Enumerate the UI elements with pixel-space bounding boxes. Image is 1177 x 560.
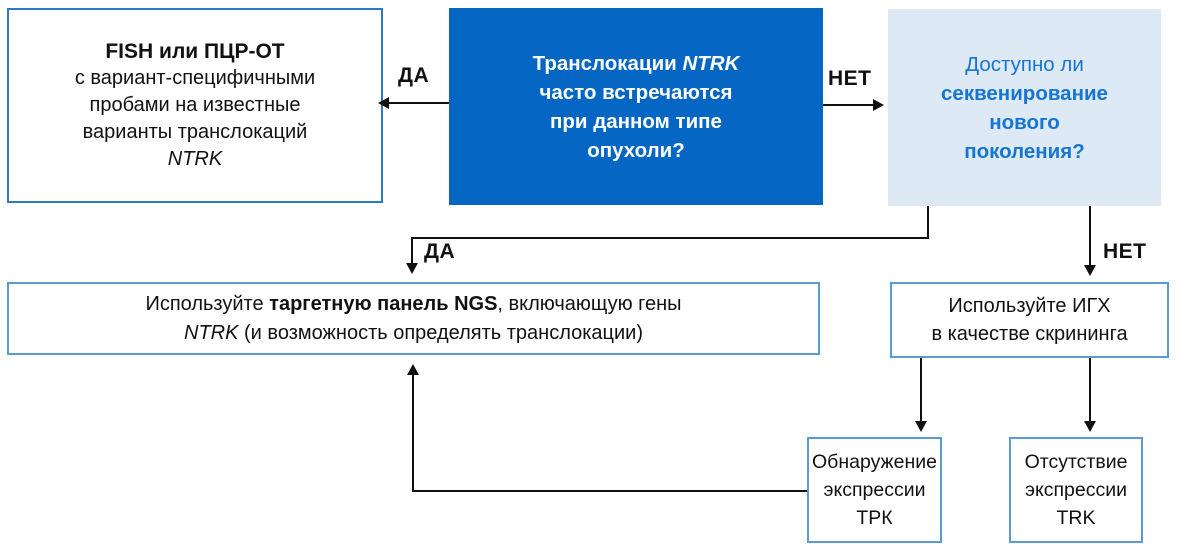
- trk-detected-line2: экспрессии: [823, 479, 926, 501]
- connector-yes-elbow-v2: [411, 237, 413, 264]
- use-ihc-box: Используйте ИГХ в качестве скрининга: [890, 282, 1169, 358]
- main-question-line1: Транслокации NTRK: [533, 49, 740, 78]
- main-question-box: Транслокации NTRK часто встречаются при …: [449, 8, 823, 205]
- fish-pcr-gene: NTRK: [167, 148, 223, 170]
- trk-absent-box: Отсутствие экспрессии TRK: [1009, 437, 1143, 543]
- fish-pcr-line: с вариант-специфичными: [74, 67, 316, 89]
- ngs-question-box: Доступно ли секвенирование нового поколе…: [888, 9, 1161, 206]
- label-yes-mid: ДА: [424, 240, 456, 263]
- trk-absent-line1: Отсутствие: [1024, 451, 1128, 473]
- ngs-question-line2: секвенирование: [941, 81, 1108, 105]
- use-ngs-line1: Используйте таргетную панель NGS, включа…: [145, 290, 681, 319]
- trk-detected-box: Обнаружение экспрессии ТРК: [807, 437, 942, 543]
- use-ngs-post: , включающую гены: [497, 292, 682, 315]
- label-no-mid: НЕТ: [1103, 240, 1147, 263]
- connector-yes-elbow-v1: [927, 206, 929, 239]
- arrowhead-down-icon: [406, 263, 418, 274]
- use-ngs-pre: Используйте: [145, 292, 270, 315]
- label-no-right: НЕТ: [828, 67, 872, 90]
- main-question-text: Транслокации: [532, 51, 683, 75]
- arrowhead-right-icon: [873, 99, 884, 111]
- connector-yes-left: [388, 102, 449, 104]
- use-ihc-line2: в качестве скрининга: [931, 323, 1128, 345]
- trk-absent-line3: TRK: [1056, 507, 1096, 529]
- connector-ihc-absent: [1089, 358, 1091, 422]
- arrowhead-down-icon: [1084, 265, 1096, 276]
- connector-no-right: [823, 104, 874, 106]
- main-question-line2: часто встречаются: [539, 80, 733, 104]
- arrowhead-left-icon: [378, 97, 389, 109]
- use-ngs-line2: NTRK (и возможность определять транслока…: [184, 319, 643, 348]
- main-question-line4: опухоли?: [587, 138, 685, 162]
- trk-detected-line3: ТРК: [856, 507, 893, 529]
- fish-pcr-line: пробами на известные: [89, 94, 301, 116]
- connector-no-down: [1089, 206, 1091, 266]
- use-ngs-bold: таргетную панель NGS: [269, 292, 498, 315]
- ngs-question-line1: Доступно ли: [965, 52, 1084, 76]
- main-question-gene: NTRK: [682, 51, 740, 75]
- connector-ihc-detected: [920, 358, 922, 422]
- arrowhead-up-icon: [407, 364, 419, 375]
- trk-absent-line2: экспрессии: [1025, 479, 1127, 501]
- ngs-question-line4: поколения?: [964, 139, 1085, 163]
- ngs-question-line3: нового: [989, 110, 1060, 134]
- main-question-line3: при данном типе: [550, 109, 722, 133]
- use-ngs-panel-box: Используйте таргетную панель NGS, включа…: [7, 282, 820, 355]
- trk-detected-line1: Обнаружение: [812, 451, 937, 473]
- use-ihc-line1: Используйте ИГХ: [948, 295, 1111, 317]
- fish-pcr-title: FISH или ПЦР-ОТ: [105, 40, 285, 63]
- fish-pcr-line: варианты транслокаций: [82, 121, 308, 143]
- use-ngs-tail: (и возможность определять транслокации): [238, 321, 643, 344]
- arrowhead-down-icon: [1084, 421, 1096, 432]
- connector-feedback-h: [412, 490, 807, 492]
- use-ngs-gene: NTRK: [184, 321, 239, 344]
- arrowhead-down-icon: [915, 421, 927, 432]
- fish-pcr-box: FISH или ПЦР-ОТ с вариант-специфичными п…: [7, 8, 383, 203]
- label-yes-left: ДА: [398, 64, 430, 87]
- connector-yes-elbow-h: [411, 237, 929, 239]
- connector-feedback-v: [412, 374, 414, 492]
